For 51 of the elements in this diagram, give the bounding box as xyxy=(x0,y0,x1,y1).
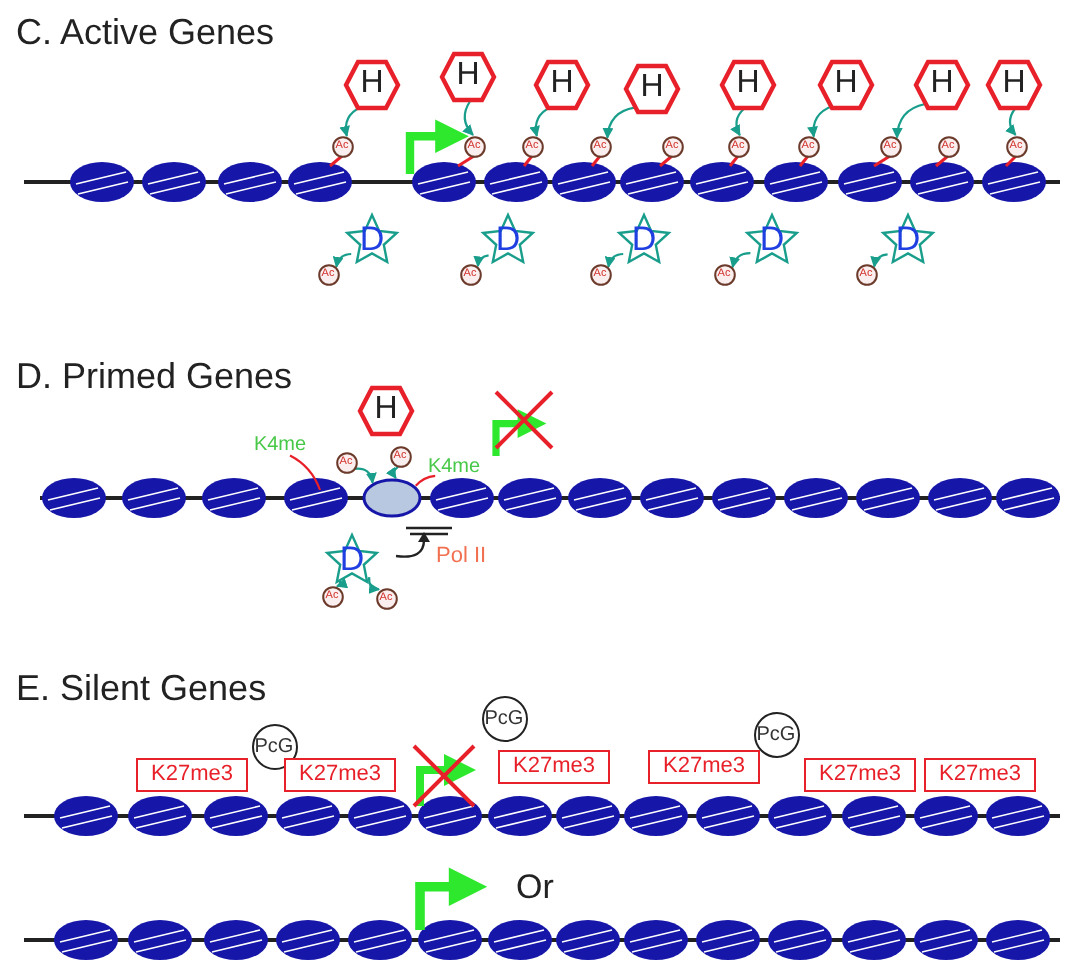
arrow xyxy=(462,100,474,136)
arrow xyxy=(1005,108,1017,136)
section-heading: C. Active Genes xyxy=(16,12,275,54)
histone-acetyltransferase-hexagon: H xyxy=(624,63,680,113)
arrow xyxy=(605,252,624,268)
enzyme-label: Pol II xyxy=(436,544,487,568)
arrow xyxy=(870,253,888,268)
histone-acetyltransferase-hexagon: H xyxy=(720,59,776,109)
methylation-tag: K27me3 xyxy=(284,757,396,791)
alternative-label: Or xyxy=(516,868,554,908)
histone-acetyltransferase-hexagon: H xyxy=(818,59,874,109)
deacetylase-star: D xyxy=(616,209,672,263)
arrow xyxy=(333,252,352,268)
arrow xyxy=(602,106,635,139)
deacetylase-star: D xyxy=(324,529,380,583)
deacetylase-star: D xyxy=(880,209,936,263)
histone-acetyltransferase-hexagon: H xyxy=(914,59,970,109)
methylation-tag: K27me3 xyxy=(648,749,760,783)
polycomb-circle: PcG xyxy=(481,695,527,741)
deacetylase-star: D xyxy=(744,209,800,263)
histone-acetyltransferase-hexagon: H xyxy=(986,59,1042,109)
arrow xyxy=(729,252,751,269)
methylation-tag: K27me3 xyxy=(498,749,610,783)
arrow xyxy=(335,577,349,588)
methylation-tag: K27me3 xyxy=(136,757,248,791)
deacetylase-star: D xyxy=(480,209,536,263)
methylation-tag: K27me3 xyxy=(804,757,916,791)
leader-line xyxy=(289,454,322,491)
methylation-tag: K27me3 xyxy=(924,757,1036,791)
histone-acetyltransferase-hexagon: H xyxy=(440,51,496,101)
histone-acetyltransferase-hexagon: H xyxy=(358,385,414,435)
histone-acetyltransferase-hexagon: H xyxy=(534,59,590,109)
polycomb-circle: PcG xyxy=(753,711,799,757)
methylation-label: K4me xyxy=(422,454,486,478)
leader-line xyxy=(415,474,436,487)
methylation-label: K4me xyxy=(248,432,312,456)
arrow xyxy=(892,102,926,139)
section-heading: E. Silent Genes xyxy=(16,668,267,710)
arrow xyxy=(730,108,745,137)
histone-acetyltransferase-hexagon: H xyxy=(344,59,400,109)
deacetylase-star: D xyxy=(344,209,400,263)
arrow xyxy=(339,106,362,138)
arrow xyxy=(354,467,377,484)
section-heading: D. Primed Genes xyxy=(16,356,293,398)
arrow xyxy=(368,577,381,594)
arrow xyxy=(473,254,489,268)
arrow xyxy=(385,465,399,480)
polycomb-circle: PcG xyxy=(251,723,297,769)
arrow xyxy=(807,105,833,138)
arrow xyxy=(529,106,552,138)
primed-nucleosome xyxy=(362,478,422,518)
